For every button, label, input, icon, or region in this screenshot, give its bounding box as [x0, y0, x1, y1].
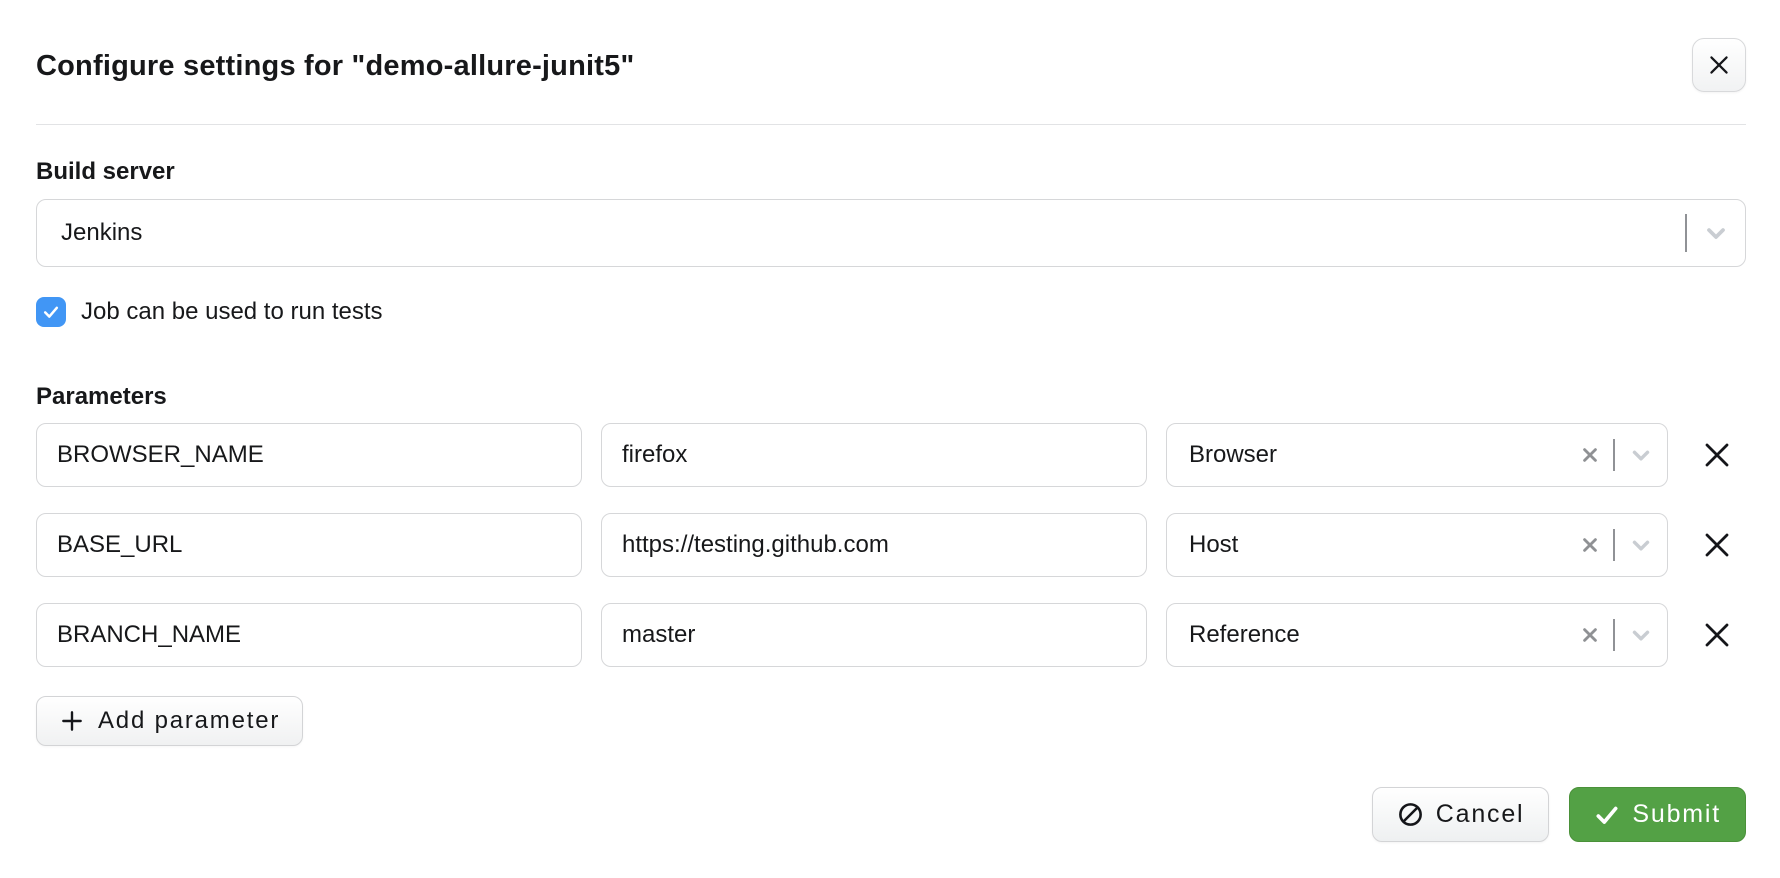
- combobox-divider: [1685, 214, 1687, 252]
- param-value-input[interactable]: [601, 513, 1147, 577]
- close-button[interactable]: [1692, 38, 1746, 92]
- param-type-value: Host: [1189, 531, 1239, 558]
- submit-button[interactable]: Submit: [1569, 787, 1746, 842]
- param-type-value: Browser: [1189, 441, 1278, 468]
- param-type-clear-button[interactable]: [1567, 625, 1613, 645]
- chevron-down-icon: [1628, 442, 1654, 468]
- add-parameter-label: Add parameter: [98, 707, 281, 734]
- configure-settings-dialog: Configure settings for "demo-allure-juni…: [36, 38, 1746, 842]
- build-server-selected-value: Jenkins: [61, 219, 143, 246]
- parameters-grid: Browser: [36, 423, 1746, 667]
- add-parameter-button[interactable]: Add parameter: [36, 696, 304, 746]
- param-type-value: Reference: [1189, 621, 1300, 648]
- param-type-clear-button[interactable]: [1567, 535, 1613, 555]
- param-row-delete-button[interactable]: [1695, 613, 1739, 657]
- chevron-down-icon: [1702, 219, 1730, 247]
- job-run-tests-row: Job can be used to run tests: [36, 297, 1746, 327]
- param-type-select[interactable]: Browser: [1166, 423, 1668, 487]
- dialog-title: Configure settings for "demo-allure-juni…: [36, 50, 635, 82]
- param-name-input[interactable]: [36, 513, 582, 577]
- param-type-select[interactable]: Reference: [1166, 603, 1668, 667]
- plus-icon: [59, 708, 85, 734]
- param-row-delete-button[interactable]: [1695, 523, 1739, 567]
- check-icon: [1594, 802, 1620, 828]
- param-type-dropdown-toggle[interactable]: [1615, 622, 1667, 648]
- build-server-label: Build server: [36, 158, 175, 185]
- clear-x-icon: [1580, 445, 1600, 465]
- submit-label: Submit: [1632, 800, 1721, 828]
- build-server-dropdown-toggle[interactable]: [1687, 219, 1745, 247]
- cancel-label: Cancel: [1435, 800, 1525, 828]
- cancel-slash-icon: [1397, 801, 1424, 828]
- close-icon: [1705, 51, 1733, 79]
- cancel-button[interactable]: Cancel: [1371, 787, 1550, 842]
- job-run-tests-label[interactable]: Job can be used to run tests: [81, 298, 383, 325]
- select-divider: [1613, 439, 1615, 471]
- chevron-down-icon: [1628, 622, 1654, 648]
- chevron-down-icon: [1628, 532, 1654, 558]
- param-row-delete-button[interactable]: [1695, 433, 1739, 477]
- param-type-select[interactable]: Host: [1166, 513, 1668, 577]
- delete-x-icon: [1701, 529, 1733, 561]
- clear-x-icon: [1580, 625, 1600, 645]
- param-type-dropdown-toggle[interactable]: [1615, 532, 1667, 558]
- param-type-clear-button[interactable]: [1567, 445, 1613, 465]
- param-type-dropdown-toggle[interactable]: [1615, 442, 1667, 468]
- header-divider: [36, 124, 1746, 125]
- param-value-input[interactable]: [601, 423, 1147, 487]
- checkmark-icon: [41, 302, 61, 322]
- delete-x-icon: [1701, 439, 1733, 471]
- clear-x-icon: [1580, 535, 1600, 555]
- param-name-input[interactable]: [36, 423, 582, 487]
- select-divider: [1613, 619, 1615, 651]
- delete-x-icon: [1701, 619, 1733, 651]
- parameters-heading: Parameters: [36, 383, 167, 410]
- param-value-input[interactable]: [601, 603, 1147, 667]
- param-name-input[interactable]: [36, 603, 582, 667]
- job-run-tests-checkbox[interactable]: [36, 297, 66, 327]
- select-divider: [1613, 529, 1615, 561]
- build-server-select[interactable]: Jenkins: [36, 199, 1746, 267]
- dialog-footer: Cancel Submit: [36, 787, 1746, 842]
- dialog-header: Configure settings for "demo-allure-juni…: [36, 38, 1746, 92]
